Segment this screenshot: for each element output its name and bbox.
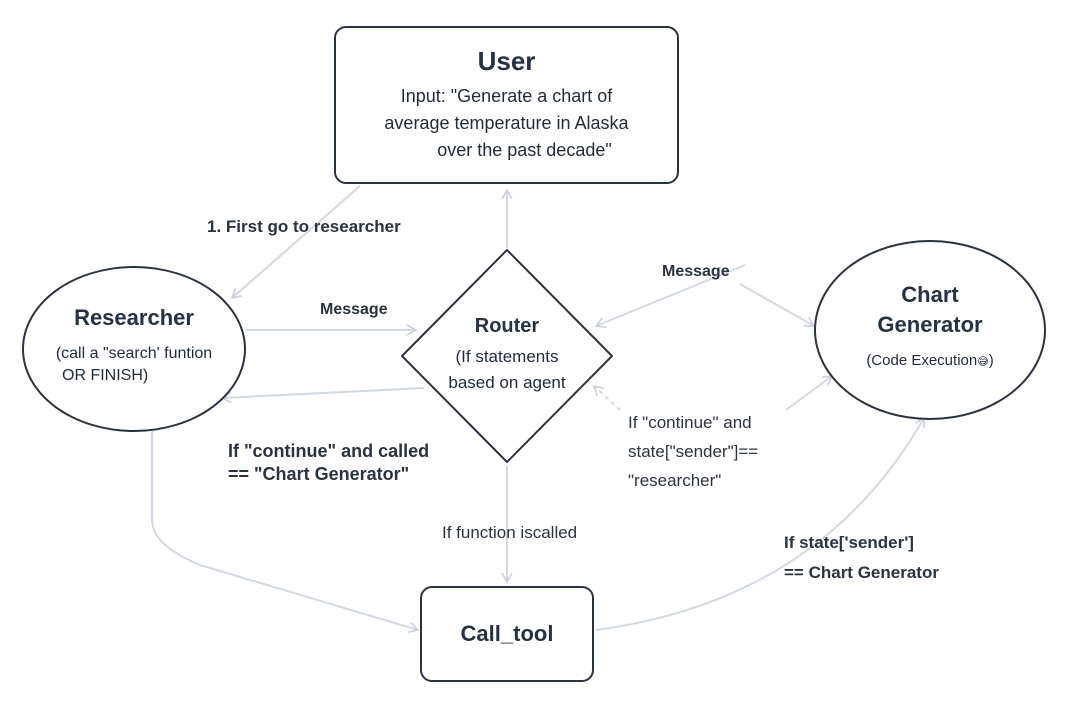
label-continue-called: If "continue" and called == "Chart Gener…	[228, 440, 429, 487]
label-function-called: If function iscalled	[442, 523, 578, 542]
user-input-line-1: Input: "Generate a chart of	[400, 86, 613, 106]
label-first-go-to-researcher: 1. First go to researcher	[207, 217, 401, 236]
chart-generator-subtitle: (Code Execution😅)	[866, 352, 993, 369]
user-title: User	[477, 46, 536, 76]
researcher-node: Researcher (call a "search' funtion OR F…	[22, 266, 246, 432]
user-input-line-2: average temperature in Alaska	[384, 113, 629, 133]
router-desc-line-2: based on agent	[448, 372, 566, 392]
edge-chart-to-router	[594, 264, 746, 329]
user-node: User Input: "Generate a chart of average…	[334, 26, 679, 184]
label-continue-sender-line-2: state["sender"]==	[628, 442, 759, 461]
edge-calltool-to-chart	[595, 416, 925, 631]
chart-generator-subtitle-end: )	[988, 351, 994, 369]
label-continue-called-line-2: == "Chart Generator"	[228, 464, 410, 485]
edge-router-to-chart	[739, 283, 816, 327]
chart-generator-title-line-1: Chart	[901, 281, 959, 307]
researcher-desc-line-2: OR FINISH)	[62, 367, 149, 384]
sweat-smile-emoji-icon: 😅	[977, 355, 989, 368]
call-tool-node: Call_tool	[420, 586, 594, 682]
label-message-left: Message	[320, 301, 388, 318]
label-continue-sender-line-3: "researcher"	[628, 471, 722, 490]
label-continue-sender: If "continue" and state["sender"]== "res…	[628, 408, 758, 495]
researcher-desc-line-1: (call a "search' funtion	[55, 345, 213, 362]
researcher-title: Researcher	[74, 305, 194, 330]
router-node-shape	[401, 249, 613, 463]
edge-continue-to-router	[592, 384, 621, 411]
edge-router-to-researcher	[220, 387, 425, 404]
edge-continue-to-chart	[785, 375, 834, 411]
call-tool-title: Call_tool	[460, 621, 554, 646]
router-desc-line-1: (If statements	[455, 346, 559, 366]
chart-generator-subtitle-text: (Code Execution	[866, 351, 978, 369]
chart-generator-title-line-2: Generator	[877, 311, 983, 337]
label-message-right: Message	[662, 263, 730, 280]
router-node: Router (If statements based on agent	[412, 300, 602, 410]
label-continue-sender-line-1: If "continue" and	[628, 413, 752, 432]
edge-researcher-to-calltool	[151, 430, 420, 634]
edge-user-to-researcher	[230, 185, 361, 300]
chart-generator-node: Chart Generator (Code Execution😅)	[814, 240, 1046, 420]
label-sender-chart-line-2: == Chart Generator	[784, 563, 939, 582]
router-title: Router	[474, 314, 540, 337]
user-input-line-3: over the past decade"	[437, 140, 612, 160]
label-sender-chart-line-1: If state['sender']	[784, 533, 914, 552]
label-continue-called-line-1: If "continue" and called	[228, 441, 430, 461]
label-sender-chart: If state['sender'] == Chart Generator	[784, 528, 939, 588]
